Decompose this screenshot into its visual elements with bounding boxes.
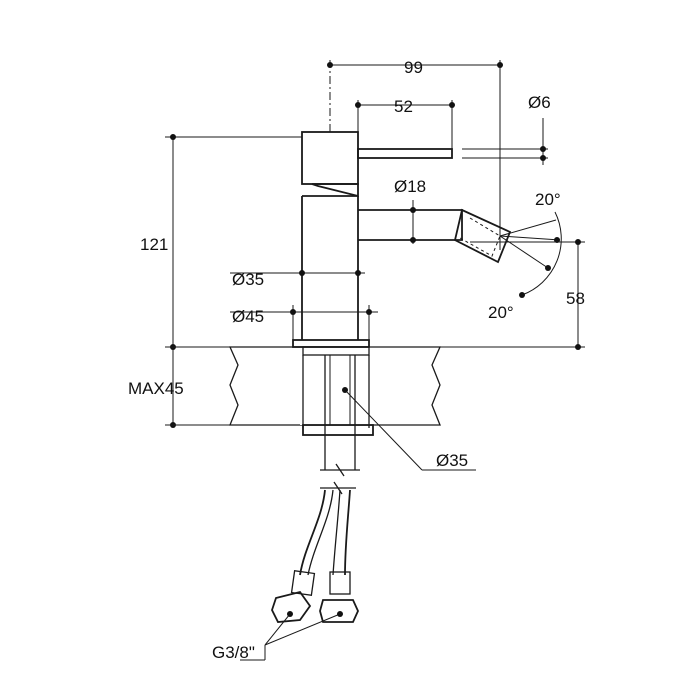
dim-body-diameter: Ø35 (232, 270, 264, 289)
dim-lever-length: 52 (394, 97, 413, 116)
dimension-lines (165, 60, 585, 661)
dim-angle-bottom: 20° (488, 303, 514, 322)
dim-overall-height: 121 (140, 235, 168, 254)
faucet-body (292, 131, 512, 477)
dim-max-counter-thickness: MAX45 (128, 379, 184, 398)
dim-spout-diameter: Ø18 (394, 177, 426, 196)
dim-lever-diameter: Ø6 (528, 93, 551, 112)
dim-connection-thread: G3/8" (212, 643, 255, 662)
dim-angle-top: 20° (535, 190, 561, 209)
dim-overall-width: 99 (404, 58, 423, 77)
dim-spout-height: 58 (566, 289, 585, 308)
dim-base-diameter: Ø45 (232, 307, 264, 326)
countertop-section (228, 346, 442, 426)
flexible-hoses (271, 481, 359, 623)
dim-shank-diameter: Ø35 (436, 451, 468, 470)
